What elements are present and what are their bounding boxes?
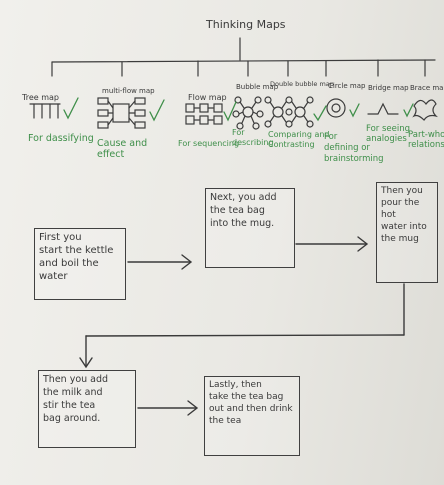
map-name-flow: Flow map — [188, 93, 227, 102]
step-box-4: Then you add the milk and stir the tea b… — [38, 370, 136, 448]
tree-map-icon — [29, 103, 61, 119]
step-text-1: First you start the kettle and boil the … — [39, 232, 114, 282]
map-name-double-bubble: Double bubble map — [270, 80, 334, 88]
map-use-multiflow: Cause and effect — [97, 138, 148, 160]
arrow-1-to-2 — [127, 254, 193, 270]
map-name-tree: Tree map — [22, 93, 59, 102]
map-use-bridge: For seeing analogies — [366, 124, 411, 144]
check-icon — [403, 103, 414, 118]
step-text-4: Then you add the milk and stir the tea b… — [43, 374, 109, 424]
flow-map-icon — [185, 103, 223, 125]
step-text-5: Lastly, then take the tea bag out and th… — [209, 380, 293, 426]
step-box-2: Next, you add the tea bag into the mug. — [205, 188, 295, 268]
map-use-circle: For defining or brainstorming — [324, 132, 384, 164]
step-text-3: Then you pour the hot water into the mug — [381, 186, 427, 244]
map-use-flow: For sequencing — [178, 139, 240, 148]
map-name-brace: Brace map — [410, 84, 444, 92]
check-icon — [349, 103, 360, 118]
map-name-circle: Circle map — [328, 82, 366, 90]
step-box-5: Lastly, then take the tea bag out and th… — [204, 376, 300, 456]
check-icon — [313, 105, 327, 122]
check-icon — [223, 101, 237, 122]
page-title: Thinking Maps — [206, 18, 286, 31]
check-icon — [63, 97, 79, 120]
multi-flow-map-icon — [97, 97, 146, 129]
step-box-1: First you start the kettle and boil the … — [34, 228, 126, 300]
map-use-brace: Part-whole relationship — [408, 130, 444, 150]
map-use-tree: For dassifying — [28, 133, 94, 144]
double-bubble-map-icon — [264, 96, 314, 128]
bridge-map-icon — [367, 102, 399, 115]
check-icon — [149, 99, 165, 122]
map-name-bubble: Bubble map — [236, 83, 279, 91]
branch-line — [51, 59, 436, 63]
arrow-2-to-3 — [295, 236, 369, 252]
step-box-3: Then you pour the hot water into the mug — [376, 182, 438, 283]
arrow-4-to-5 — [137, 400, 199, 416]
step-text-2: Next, you add the tea bag into the mug. — [210, 192, 277, 229]
bubble-map-icon — [232, 96, 264, 130]
map-use-double-bubble: Comparing and Contrasting — [268, 130, 330, 149]
map-name-multiflow: multi-flow map — [102, 87, 155, 95]
arrow-3-to-4 — [79, 283, 405, 369]
map-use-bubble: For describing — [232, 128, 274, 147]
map-name-bridge: Bridge map — [368, 84, 409, 92]
brace-map-icon — [412, 99, 438, 121]
circle-map-icon — [326, 98, 346, 118]
